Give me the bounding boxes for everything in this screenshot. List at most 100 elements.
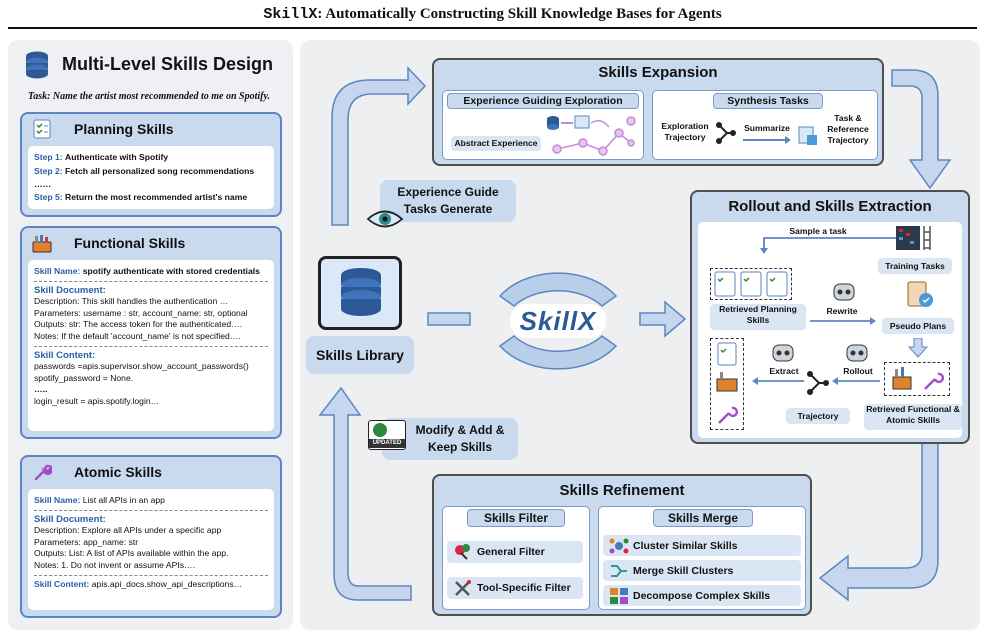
doc-line: Description: This skill handles the auth… — [34, 296, 229, 307]
atomic-title: Atomic Skills — [74, 464, 162, 480]
refinement-title: Skills Refinement — [559, 482, 685, 499]
atomic-skills-card: Atomic Skills Skill Name: List all APIs … — [20, 455, 282, 618]
atomic-body: Skill Name: List all APIs in an app Skil… — [28, 489, 274, 610]
arrow-library-to-expansion — [331, 66, 427, 226]
training-tasks-label: Training Tasks — [878, 258, 952, 274]
trajectory-label: Trajectory — [786, 408, 850, 424]
rollout-panel: Sample a task Training Tasks Retrieved P… — [698, 222, 962, 438]
exploration-trajectory: Exploration Trajectory — [661, 121, 709, 142]
task-doc-icon — [798, 126, 817, 145]
functional-doc-label: Skill Document: — [34, 284, 106, 296]
divider — [34, 574, 268, 576]
cycle-ring-icon — [498, 272, 618, 370]
functional-skill-name: Skill Name: spotify authenticate with st… — [34, 266, 260, 276]
content-line: spotify_password = None. — [34, 372, 134, 383]
library-icon-frame — [318, 256, 402, 330]
experience-guide-box: Experience Guide Tasks Generate — [380, 180, 516, 222]
skills-library-label: Skills Library — [306, 336, 414, 374]
functional-title: Functional Skills — [74, 235, 186, 251]
planning-title: Planning Skills — [74, 121, 174, 137]
skills-merge-panel: Skills Merge Cluster Similar Skills Merg… — [598, 506, 806, 610]
doc-line: Notes: If the default 'account_name' is … — [34, 330, 241, 341]
step-1: Step 1: Authenticate with Spotify — [34, 152, 169, 162]
rollout-arrow-icon — [832, 377, 880, 385]
guiding-panel: Experience Guiding Exploration Abstract … — [442, 90, 644, 160]
title-rest: : Automatically Constructing Skill Knowl… — [317, 6, 722, 22]
arrow-logo-to-rollout — [639, 300, 687, 338]
robot-icon — [772, 344, 794, 362]
doc-line: Parameters: app_name: str — [34, 536, 139, 547]
training-tasks-icon — [896, 226, 931, 250]
title-rule — [8, 27, 977, 29]
summarize-arrow-icon — [743, 136, 791, 144]
arrow-rollout-to-refinement — [818, 439, 939, 602]
doc-line: Notes: 1. Do not invent or assume APIs…. — [34, 559, 195, 570]
checklist-icons — [714, 271, 788, 297]
doc-line: Parameters: username : str, account_name… — [34, 307, 248, 318]
tool-specific-filter: Tool-Specific Filter — [447, 577, 583, 599]
sample-task-label: Sample a task — [789, 226, 847, 236]
rewrite-arrow-icon — [810, 317, 876, 325]
title-skillx: SkillX — [263, 6, 318, 23]
updated-icon: UPDATED — [368, 420, 406, 450]
general-filter-label: General Filter — [477, 546, 545, 558]
robot-icon — [833, 283, 855, 301]
cluster-icon — [609, 538, 629, 553]
retrieved-planning-frame — [710, 268, 792, 300]
step-2: Step 2: Fetch all personalized song reco… — [34, 166, 255, 176]
database-icon — [26, 51, 48, 79]
filter-title: Skills Filter — [467, 509, 565, 527]
content-line: ….. — [34, 384, 48, 395]
divider — [34, 345, 268, 347]
functional-content-label: Skill Content: — [34, 349, 96, 361]
rollout-label: Rollout — [843, 366, 873, 376]
step-5: Step 5: Return the most recommended arti… — [34, 192, 248, 202]
content-line: login_result = apis.spotify.login… — [34, 395, 160, 406]
down-arrow-icon — [908, 338, 928, 358]
decompose-label: Decompose Complex Skills — [633, 589, 771, 602]
divider — [34, 509, 268, 511]
eye-icon — [366, 210, 404, 228]
atomic-content: Skill Content: apis.api_docs.show_api_de… — [34, 578, 243, 589]
retrieved-functional-label: Retrieved Functional & Atomic Skills — [864, 404, 962, 430]
cluster-label: Cluster Similar Skills — [633, 539, 738, 552]
retrieved-planning-label: Retrieved Planning Skills — [710, 304, 806, 330]
rewrite-label: Rewrite — [826, 306, 858, 316]
toolbox-icon — [32, 235, 52, 253]
exploration-graph-icon — [547, 115, 636, 156]
figure-title: SkillX: Automatically Constructing Skill… — [0, 6, 985, 23]
merge-label: Merge Skill Clusters — [633, 564, 734, 577]
functional-skills-card: Functional Skills Skill Name: spotify au… — [20, 226, 282, 439]
divider — [34, 280, 268, 282]
rollout-title: Rollout and Skills Extraction — [728, 198, 932, 215]
pseudo-plans-label: Pseudo Plans — [882, 318, 954, 334]
functional-body: Skill Name: spotify authenticate with st… — [28, 260, 274, 431]
updated-badge: UPDATED — [369, 439, 405, 448]
branch-icon — [716, 122, 736, 144]
skills-expansion-box: Skills Expansion Experience Guiding Expl… — [432, 58, 884, 166]
skillx-logo: SkillX — [519, 306, 597, 336]
doc-line: Outputs: List: A list of APIs available … — [34, 548, 229, 559]
database-icon — [341, 268, 381, 316]
wrench-icon — [34, 464, 52, 481]
abstract-experience: Abstract Experience — [451, 136, 541, 151]
extract-label: Extract — [769, 366, 799, 376]
guiding-label: Experience Guiding Exploration — [447, 93, 639, 109]
decompose-complex-skills: Decompose Complex Skills — [603, 585, 801, 606]
doc-line: Description: Explore all APIs under a sp… — [34, 525, 222, 536]
step-ellipsis: …… — [34, 179, 52, 189]
tools-icon — [455, 580, 471, 596]
atomic-skill-name: Skill Name: List all APIs in an app — [34, 495, 165, 505]
merge-title: Skills Merge — [653, 509, 753, 527]
cluster-similar-skills: Cluster Similar Skills — [603, 535, 801, 556]
expansion-title: Skills Expansion — [598, 64, 718, 81]
tool-specific-filter-label: Tool-Specific Filter — [477, 582, 571, 594]
toolbox-wrench-icons — [892, 367, 945, 390]
skills-filter-panel: Skills Filter General Filter Tool-Specif… — [442, 506, 590, 610]
left-title: Multi-Level Skills Design — [62, 54, 274, 74]
summarize-label: Summarize — [744, 123, 790, 133]
general-filter: General Filter — [447, 541, 583, 563]
pseudo-plan-icon — [907, 281, 933, 307]
task-reference-trajectory: Task & Reference Trajectory — [827, 113, 869, 145]
